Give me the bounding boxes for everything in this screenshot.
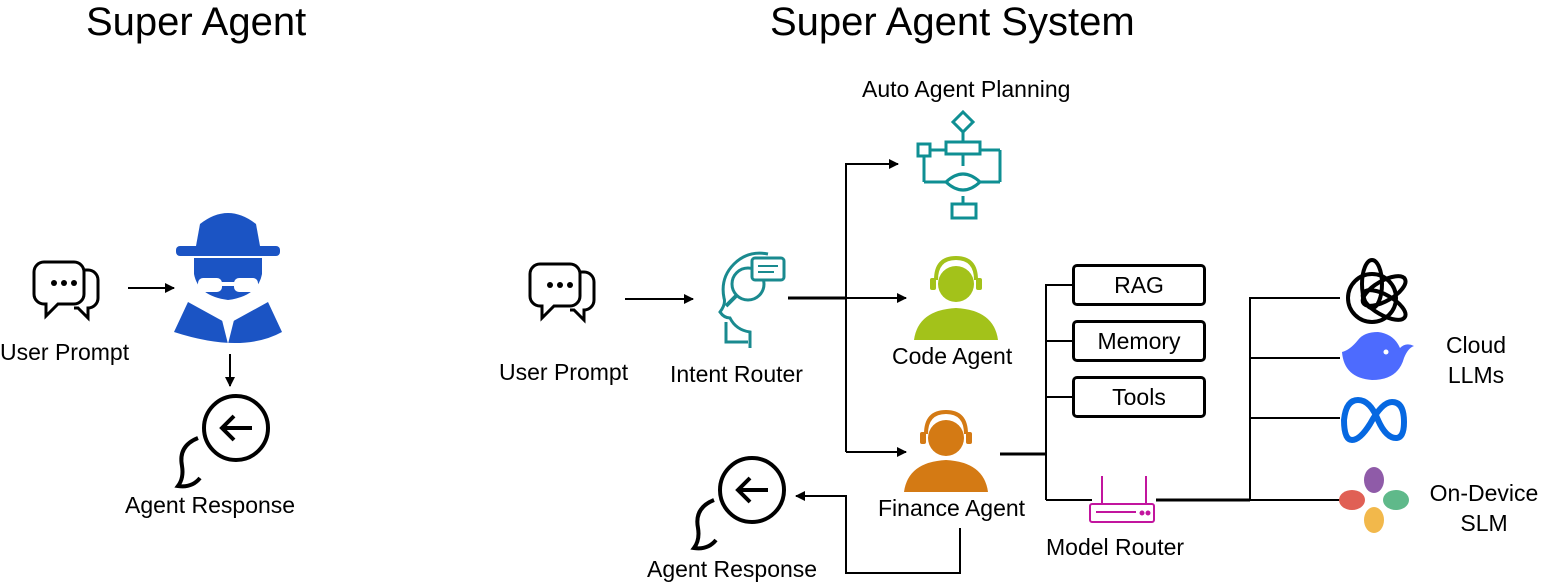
user-prompt-label-right: User Prompt: [499, 359, 629, 385]
on-device-slm-logo-icon: [1339, 467, 1409, 533]
tool-box-memory: Memory: [1072, 320, 1206, 362]
deepseek-logo-icon: [1342, 332, 1414, 380]
model-router-icon: [1089, 476, 1155, 523]
spy-agent-icon: [174, 213, 282, 344]
cloud-llms-label-line1: Cloud: [1445, 332, 1507, 358]
intent-router-icon: [718, 251, 786, 348]
cloud-llms-label-line2: LLMs: [1447, 362, 1505, 388]
on-device-label-line2: SLM: [1460, 510, 1508, 536]
finance-agent-label: Finance Agent: [878, 495, 1026, 521]
code-agent-label: Code Agent: [892, 343, 1013, 369]
llm-bus: [1249, 297, 1340, 500]
meta-logo-icon: [1340, 396, 1408, 444]
auto-agent-planning-label: Auto Agent Planning: [862, 76, 1071, 102]
tool-box-tools: Tools: [1072, 376, 1206, 418]
user-prompt-icon-right: [528, 262, 596, 324]
left-panel-title: Super Agent: [86, 0, 307, 44]
arrow-finance-to-response: [795, 491, 961, 574]
arrow-router-to-planning: [845, 159, 899, 452]
user-prompt-label-left: User Prompt: [0, 339, 130, 365]
model-router-label: Model Router: [1046, 534, 1185, 560]
finance-tools-bus: [1045, 284, 1072, 500]
intent-router-label: Intent Router: [670, 361, 803, 387]
right-panel-title: Super Agent System: [770, 0, 1135, 44]
finance-agent-icon: [904, 409, 988, 492]
agent-response-icon-left: [174, 394, 270, 489]
on-device-label-line1: On-Device: [1429, 480, 1539, 506]
openai-logo-icon: [1346, 258, 1408, 324]
user-prompt-icon-left: [32, 260, 100, 322]
agent-response-label-right: Agent Response: [647, 556, 818, 582]
agent-response-icon-right: [690, 456, 786, 551]
tool-box-rag: RAG: [1072, 264, 1206, 306]
code-agent-icon: [914, 255, 998, 340]
planning-flowchart-icon: [916, 109, 1002, 220]
agent-response-label-left: Agent Response: [125, 492, 296, 518]
